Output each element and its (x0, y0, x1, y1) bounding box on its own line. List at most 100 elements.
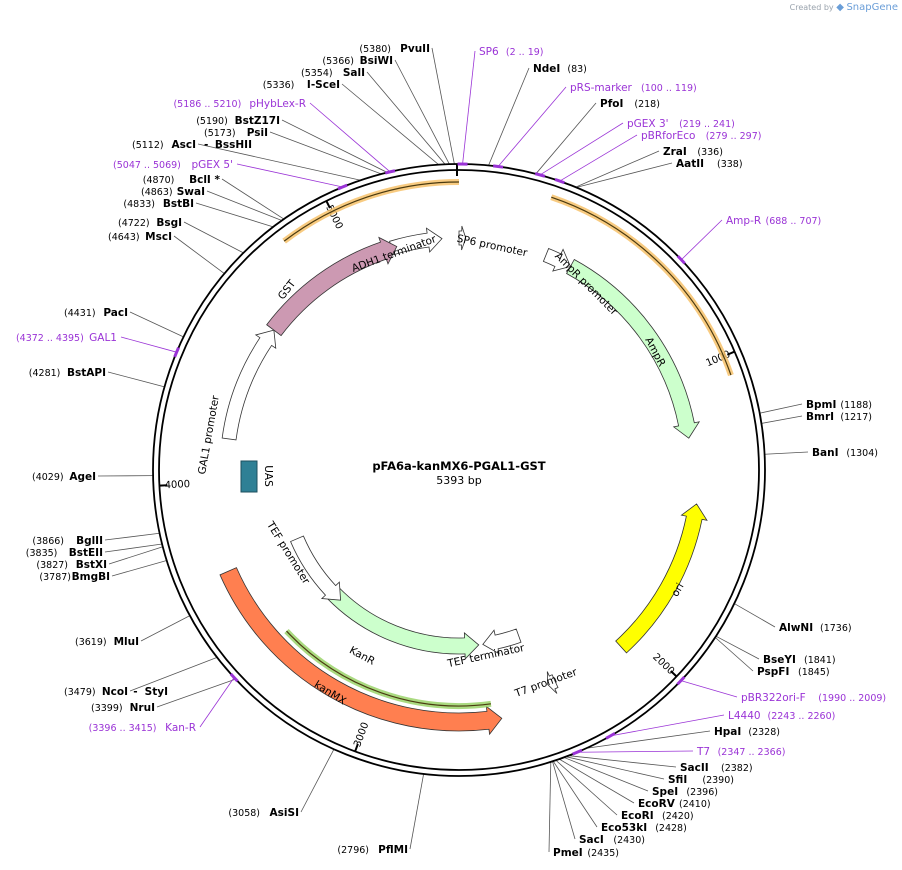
leader-bcli (221, 178, 285, 220)
enzyme-site-pvuii[interactable]: PvuII (5380) (359, 43, 430, 55)
feature-tef-promoter (290, 535, 342, 601)
enzyme-site-bstz17i[interactable]: BstZ17I(5190) (196, 115, 280, 127)
primer-name: T7 (696, 746, 710, 758)
enzyme-site-sali[interactable]: SalI(5354) (301, 67, 365, 79)
primer-site-sp6[interactable]: SP6(2 .. 19) (479, 46, 544, 58)
enzyme-site-spei[interactable]: SpeI(2396) (652, 786, 718, 798)
leader-i-scei (341, 83, 439, 165)
enzyme-site-styi[interactable]: StyI- (133, 686, 168, 698)
leader-pmei (548, 761, 552, 853)
enzyme-position: (3399) (91, 703, 123, 714)
enzyme-site-aatii[interactable]: AatII(338) (676, 158, 743, 170)
primer-site-phyblex-r[interactable]: pHybLex-R(5186 .. 5210) (173, 98, 306, 110)
leader-mlui (140, 615, 191, 642)
enzyme-site-saci[interactable]: SacI(2430) (579, 834, 645, 846)
enzyme-site-eco53ki[interactable]: Eco53kI(2428) (601, 822, 687, 834)
primer-site-amp-r[interactable]: Amp-R(688 .. 707) (726, 215, 821, 227)
enzyme-site-bsiwi[interactable]: BsiWI(5366) (322, 55, 393, 67)
leader-paci (129, 311, 184, 338)
enzyme-site-bstxi[interactable]: BstXI(3827) (36, 559, 107, 571)
enzyme-site-ecorv[interactable]: EcoRV(2410) (638, 798, 711, 810)
enzyme-site-swai[interactable]: SwaI(4863) (141, 186, 205, 198)
enzyme-site-pfoi[interactable]: PfoI(218) (600, 98, 660, 110)
primer-site-l4440[interactable]: L4440 (2243 .. 2260) (728, 710, 835, 722)
enzyme-site-bsteii[interactable]: BstEII(3835) (26, 547, 103, 559)
primer-site-pbr322ori-f[interactable]: pBR322ori-F(1990 .. 2009) (741, 692, 886, 704)
enzyme-site-i-scei[interactable]: I-SceI(5336) (263, 79, 340, 91)
enzyme-position: (4863) (141, 187, 173, 198)
enzyme-site-pflmi[interactable]: PflMI(2796) (337, 844, 408, 856)
leader-bstbi (195, 202, 274, 228)
enzyme-site-msci[interactable]: MscI(4643) (108, 231, 172, 243)
enzyme-site-sfii[interactable]: SfiI(2390) (668, 774, 734, 786)
enzyme-site-agei[interactable]: AgeI(4029) (32, 471, 96, 483)
feature-label-ori: ori (669, 581, 686, 599)
primer-name: L4440 (728, 710, 761, 722)
primer-name: pGEX 3' (627, 118, 669, 130)
enzyme-site-bmri[interactable]: BmrI(1217) (806, 411, 872, 423)
primer-name: pGEX 5' (191, 159, 233, 171)
enzyme-site-bstapi[interactable]: BstAPI(4281) (29, 367, 106, 379)
primer-site-pbrforeco[interactable]: pBRforEco(279 .. 297) (641, 130, 761, 142)
enzyme-site-pmei[interactable]: PmeI(2435) (553, 847, 619, 859)
enzyme-site-pspfi[interactable]: PspFI(1845) (757, 666, 830, 678)
enzyme-site-asci[interactable]: AscI(5112) (132, 139, 196, 151)
primer-site-gal1[interactable]: GAL1(4372 .. 4395) (16, 332, 117, 344)
enzyme-site-mlui[interactable]: MluI(3619) (75, 636, 139, 648)
enzyme-position: (4833) (123, 199, 155, 210)
feature-gal1-promoter (221, 329, 277, 441)
primer-leader-pgex-3 (539, 122, 624, 176)
primer-position: (2243 .. 2260) (768, 711, 836, 722)
enzyme-site-psii[interactable]: PsiI(5173) (204, 127, 268, 139)
enzyme-site-bcli[interactable]: BclI *(4870) (143, 174, 221, 186)
tick-label-3000: 3000 (352, 721, 371, 749)
primer-position: (1990 .. 2009) (818, 693, 886, 704)
leader-zrai (575, 150, 660, 188)
feature-gst (266, 236, 398, 337)
enzyme-position: (5173) (204, 128, 236, 139)
enzyme-site-bsshii[interactable]: BssHII- (204, 139, 252, 151)
enzyme-position: (4870) (143, 175, 175, 186)
enzyme-site-bglii[interactable]: BglII(3866) (32, 535, 103, 547)
enzyme-name: AgeI (69, 471, 96, 483)
enzyme-name: SpeI (652, 786, 678, 798)
primer-name: SP6 (479, 46, 499, 58)
enzyme-position: (2328) (748, 727, 780, 738)
enzyme-site-bpmi[interactable]: BpmI(1188) (806, 399, 872, 411)
enzyme-site-asisi[interactable]: AsiSI(3058) (228, 807, 299, 819)
enzyme-site-ndei[interactable]: NdeI(83) (533, 63, 587, 75)
enzyme-position: (1845) (798, 667, 830, 678)
primer-site-kan-r[interactable]: Kan-R(3396 .. 3415) (89, 722, 196, 734)
enzyme-site-paci[interactable]: PacI(4431) (64, 307, 128, 319)
enzyme-name: PvuII (400, 43, 430, 55)
enzyme-site-zrai[interactable]: ZraI(336) (663, 146, 723, 158)
enzyme-site-ecori[interactable]: EcoRI(2420) (621, 810, 694, 822)
credit-brand: SnapGene (846, 2, 898, 13)
enzyme-name: NruI (130, 702, 155, 714)
leader-sfii (565, 756, 665, 780)
enzyme-site-nrui[interactable]: NruI (3399) (91, 702, 155, 714)
enzyme-site-hpai[interactable]: HpaI(2328) (714, 726, 780, 738)
primer-leader-pbr322ori-f (680, 680, 738, 698)
primer-mark-pgex-5 (337, 183, 348, 191)
primer-site-pgex-5[interactable]: pGEX 5'(5047 .. 5069) (113, 159, 233, 171)
snapgene-brand-icon: ◆ (836, 2, 844, 13)
enzyme-position: (5380) (359, 44, 391, 55)
enzyme-position: (2420) (662, 811, 694, 822)
enzyme-site-bstbi[interactable]: BstBI(4833) (123, 198, 194, 210)
enzyme-site-bmgbi[interactable]: BmgBI(3787) (39, 571, 110, 583)
enzyme-position: (4722) (118, 218, 150, 229)
enzyme-site-ncoi[interactable]: NcoI(3479) (64, 686, 128, 698)
enzyme-site-alwni[interactable]: AlwNI(1736) (779, 622, 852, 634)
enzyme-site-bani[interactable]: BanI(1304) (812, 447, 878, 459)
primer-site-pgex-3[interactable]: pGEX 3'(219 .. 241) (627, 118, 735, 130)
primer-site-t7[interactable]: T7(2347 .. 2366) (696, 746, 785, 758)
enzyme-position: (2430) (613, 835, 645, 846)
enzyme-site-sacii[interactable]: SacII(2382) (680, 762, 753, 774)
enzyme-site-bseyi[interactable]: BseYI(1841) (763, 654, 836, 666)
primer-site-prs-marker[interactable]: pRS-marker(100 .. 119) (570, 82, 697, 94)
enzyme-site-bsgi[interactable]: BsgI(4722) (118, 217, 182, 229)
enzyme-position: (5112) (132, 140, 164, 151)
enzyme-position: (336) (697, 147, 723, 158)
leader-bani (764, 451, 809, 455)
